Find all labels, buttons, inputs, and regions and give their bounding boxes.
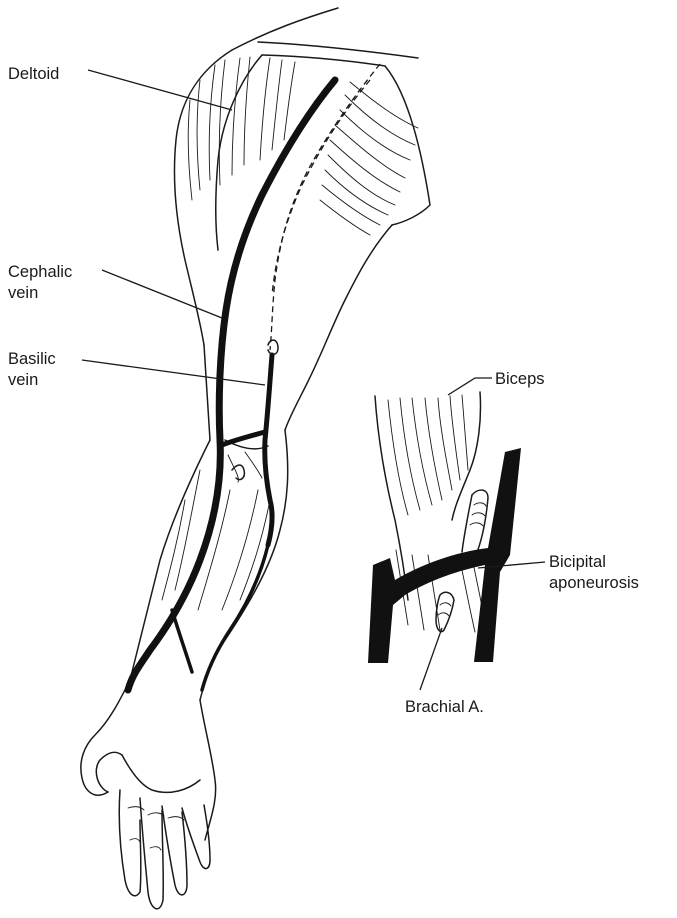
label-basilic-line2: vein xyxy=(8,371,38,389)
inset-drawing xyxy=(368,392,521,663)
label-deltoid: Deltoid xyxy=(8,65,59,83)
hand-medial xyxy=(200,700,216,840)
cephalic-leader xyxy=(102,270,222,318)
inset-brachial-artery-upper-l xyxy=(462,495,472,552)
pectoral-outline xyxy=(385,66,430,225)
brachial-leader xyxy=(420,628,442,690)
upper-arm-medial xyxy=(285,360,318,430)
biceps-leader xyxy=(448,378,492,395)
labels: Deltoid Cephalic vein Basilic vein Bicep… xyxy=(8,65,639,716)
label-cephalic-line1: Cephalic xyxy=(8,263,72,281)
median-cubital-vein xyxy=(222,432,265,445)
deltoid-outline xyxy=(174,50,232,345)
clavicle-line xyxy=(262,55,385,66)
finger-index xyxy=(119,790,141,896)
pectoral-striations xyxy=(320,82,418,235)
pectoral-lower xyxy=(318,225,392,360)
hand-lateral xyxy=(81,680,130,795)
label-brachial: Brachial A. xyxy=(405,698,484,716)
finger-middle xyxy=(140,798,163,909)
inset-brachial-artery-upper xyxy=(472,490,488,555)
hand-back xyxy=(122,755,200,792)
label-biceps: Biceps xyxy=(495,370,545,388)
knuckle-lines xyxy=(128,807,184,850)
basilic-leader xyxy=(82,360,265,385)
label-basilic-line1: Basilic xyxy=(8,350,56,368)
upper-arm-lateral xyxy=(204,345,210,440)
label-cephalic-line2: vein xyxy=(8,284,38,302)
brachial-artery-dashed-2 xyxy=(272,80,370,295)
cephalic-vein xyxy=(128,80,335,690)
inset-brachial-artery-lower xyxy=(436,592,454,631)
arm-drawing xyxy=(81,8,430,909)
label-bicipital-line2: aponeurosis xyxy=(549,574,639,592)
basilic-join-knob xyxy=(268,340,278,354)
forearm-vein-branch-1 xyxy=(172,610,192,672)
elbow-detail-2 xyxy=(245,452,262,478)
inset-h-vein xyxy=(368,448,521,663)
brachial-artery-dashed-1 xyxy=(270,64,380,350)
thumb xyxy=(96,752,122,792)
deltoid-leader xyxy=(88,70,232,110)
label-bicipital-line1: Bicipital xyxy=(549,553,606,571)
deltoid-striations xyxy=(188,57,295,200)
basilic-vein xyxy=(265,355,272,545)
forearm-vein-branch-2 xyxy=(202,545,268,690)
